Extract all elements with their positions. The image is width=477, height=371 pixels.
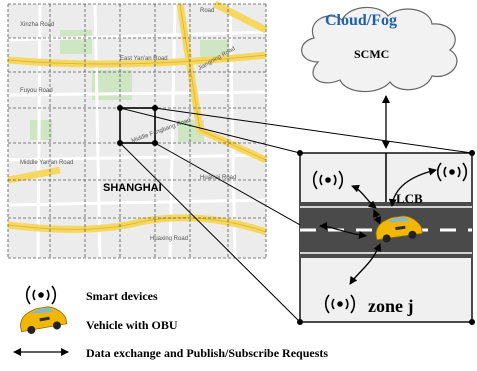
map-road-label: Fuyou Road bbox=[20, 88, 53, 94]
zone-label: zone j bbox=[368, 296, 414, 316]
map-road-label: Huaihai Road bbox=[200, 175, 237, 181]
map-road-label: Road bbox=[200, 8, 215, 14]
park-area bbox=[60, 30, 92, 54]
map-streets bbox=[7, 3, 267, 259]
map-road-edges bbox=[7, 3, 267, 233]
vehicle-left-arrow bbox=[319, 222, 367, 239]
vehicle-icon bbox=[375, 215, 423, 243]
lcb-device-left-arrow bbox=[351, 184, 377, 209]
legend-smart-device-icon bbox=[25, 285, 57, 305]
map-road-label: Huaxing Road bbox=[150, 236, 189, 242]
cloud-shape bbox=[301, 6, 458, 93]
legend-vehicle-icon bbox=[20, 306, 68, 334]
city-map bbox=[7, 0, 268, 259]
highlighted-zone-cell bbox=[119, 107, 156, 144]
legend-data-exchange-label: Data exchange and Publish/Subscribe Requ… bbox=[86, 346, 329, 360]
legend-smart-devices-label: Smart devices bbox=[86, 289, 158, 303]
lcb-vehicle-arrow bbox=[373, 209, 381, 225]
map-road-label: East Yan'an Road bbox=[120, 56, 168, 62]
smart-device-icon bbox=[436, 162, 468, 182]
map-road-label: Middle Yan'an Road bbox=[20, 160, 74, 166]
park-area bbox=[30, 120, 52, 140]
cloud-title: Cloud/Fog bbox=[325, 12, 398, 29]
smart-device-icon bbox=[312, 170, 344, 190]
park-area bbox=[200, 40, 230, 58]
lcb-device-right-arrow bbox=[388, 167, 437, 207]
city-label: SHANGHAI bbox=[103, 182, 162, 194]
lcb-label: LCB bbox=[396, 191, 423, 206]
smart-device-icon bbox=[324, 294, 356, 314]
legend-vehicle-label: Vehicle with OBU bbox=[86, 318, 178, 332]
vehicle-device-arrow bbox=[349, 243, 382, 285]
cloud-subtitle: SCMC bbox=[354, 47, 390, 61]
map-road-label: Xinzha Road bbox=[20, 22, 55, 28]
